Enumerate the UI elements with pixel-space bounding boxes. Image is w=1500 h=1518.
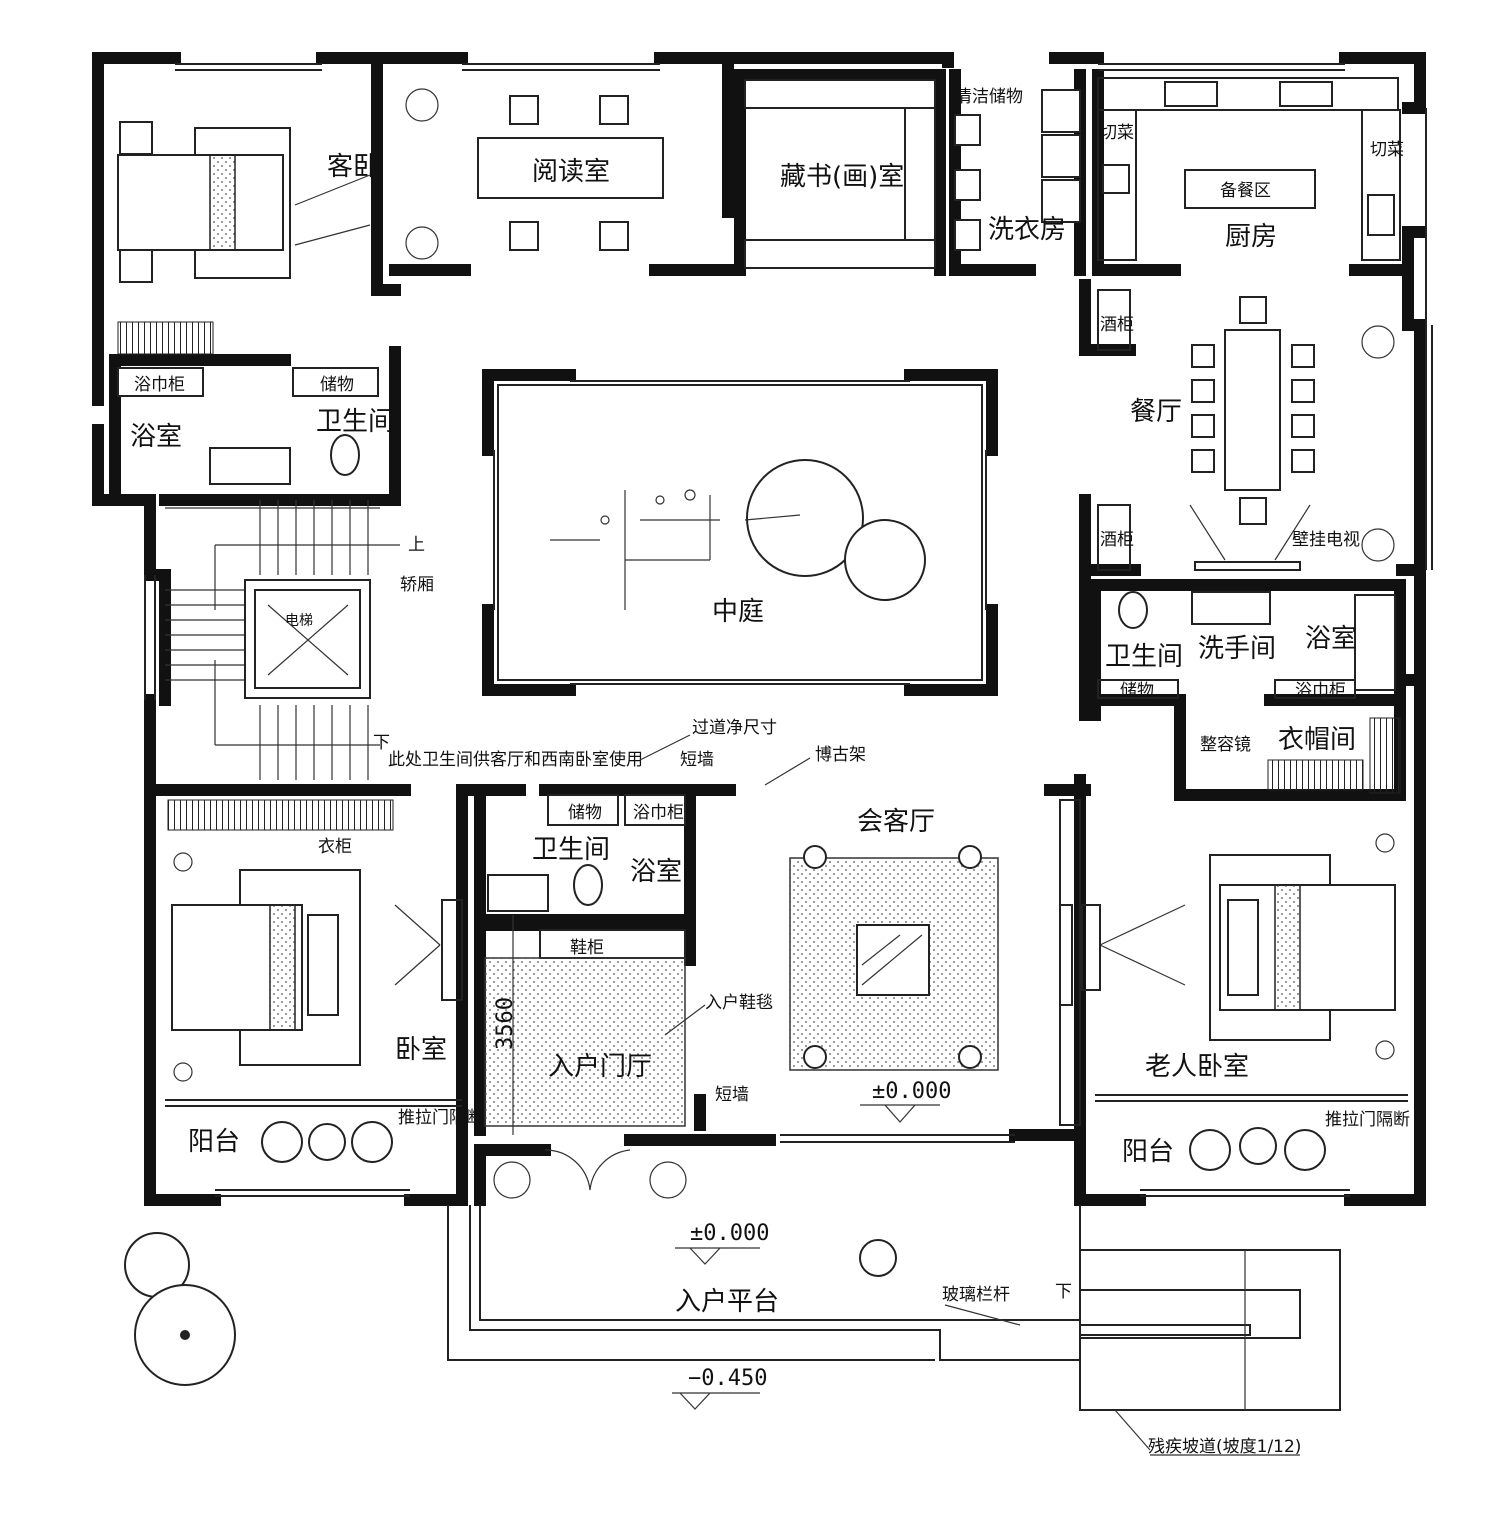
sw-bedroom-label: 卧室 [395, 1035, 447, 1065]
stair-up-label: 上 [408, 535, 425, 555]
kitchen-label: 厨房 [1225, 222, 1277, 252]
stair-elevator: 电梯 轿厢 上 下 [165, 500, 434, 780]
foyer-label: 入户门厅 [548, 1052, 652, 1082]
mid-toilet-label: 卫生间 [532, 835, 610, 865]
nw-toilet-label: 卫生间 [316, 407, 394, 437]
wine-cabinet-1-label: 酒柜 [1100, 315, 1134, 335]
living-room: 会客厅 ±0.000 [789, 799, 1081, 1126]
mid-toilet: 储物 浴巾柜 卫生间 浴室 [487, 794, 686, 912]
stair-down-label: 下 [373, 733, 390, 753]
elevator-car-label: 轿厢 [400, 575, 434, 595]
entry-platform: 入户平台 ±0.000 玻璃栏杆 下 −0.450 残疾坡道(坡度1/12) [447, 1161, 1341, 1457]
se-balcony-label: 阳台 [1122, 1137, 1174, 1167]
courtyard: 中庭 [482, 369, 998, 696]
e-bath-label: 浴室 [1305, 624, 1357, 654]
cutting-right-label: 切菜 [1370, 140, 1404, 160]
e-washroom-label: 洗手间 [1198, 634, 1276, 664]
foyer: 鞋柜 入户鞋毯 入户门厅 3560 短墙 [484, 915, 773, 1191]
elderly-bedroom-label: 老人卧室 [1145, 1052, 1249, 1082]
nw-storage-label: 储物 [320, 375, 354, 395]
foyer-dimension: 3560 [493, 997, 518, 1050]
dining-label: 餐厅 [1130, 397, 1182, 427]
wine-cabinet-2-label: 酒柜 [1100, 530, 1134, 550]
entry-rug-label: 入户鞋毯 [705, 993, 773, 1013]
elevator-label: 电梯 [285, 613, 313, 629]
annotations: 此处卫生间供客厅和西南卧室使用 过道净尺寸 短墙 博古架 [388, 718, 866, 786]
elderly-bedroom: 老人卧室 阳台 推拉门隔断 [1081, 833, 1410, 1171]
prep-area-label: 备餐区 [1220, 181, 1271, 201]
guest-bedroom: 客卧 浴巾柜 储物 浴室 卫生间 [117, 121, 394, 485]
mid-storage-label: 储物 [568, 803, 602, 823]
living-level: ±0.000 [872, 1079, 951, 1104]
dining: 酒柜 酒柜 餐厅 壁挂电视 [1097, 289, 1395, 571]
entry-platform-label: 入户平台 [675, 1287, 779, 1317]
passage-size-label: 过道净尺寸 [692, 718, 777, 738]
se-sliding-label: 推拉门隔断 [1325, 1110, 1410, 1130]
e-toilet-label: 卫生间 [1105, 642, 1183, 672]
nw-bath-label: 浴室 [130, 422, 182, 452]
sw-sliding-label: 推拉门隔断 [398, 1108, 483, 1128]
shared-wc-note: 此处卫生间供客厅和西南卧室使用 [388, 749, 643, 770]
sw-wardrobe-label: 衣柜 [318, 837, 352, 857]
cloakroom-label: 衣帽间 [1278, 725, 1356, 755]
walls [92, 52, 1426, 1206]
dressing-mirror-label: 整容镜 [1200, 735, 1251, 755]
laundry-label: 洗衣房 [988, 215, 1066, 245]
ramp-label: 残疾坡道(坡度1/12) [1148, 1437, 1301, 1457]
cutting-left-label: 切菜 [1100, 123, 1134, 143]
ground-level: −0.450 [688, 1366, 767, 1391]
east-baths: 卫生间 洗手间 浴室 储物 浴巾柜 整容镜 衣帽间 [1097, 591, 1401, 794]
shoe-cabinet-label: 鞋柜 [570, 938, 604, 958]
ramp-down-label: 下 [1055, 1282, 1072, 1302]
mid-towel-label: 浴巾柜 [633, 803, 684, 823]
collection-room-label: 藏书(画)室 [780, 162, 904, 192]
kitchen: 切菜 切菜 备餐区 厨房 [1097, 77, 1404, 261]
platform-level: ±0.000 [690, 1221, 769, 1246]
thin-lines [144, 63, 1433, 1197]
short-wall-top-label: 短墙 [680, 750, 714, 770]
cleaning-storage-label: 清洁储物 [955, 87, 1023, 107]
exterior-trees [124, 1232, 236, 1386]
e-storage-label: 储物 [1120, 681, 1154, 701]
glass-railing-label: 玻璃栏杆 [942, 1285, 1010, 1305]
nw-towel-label: 浴巾柜 [134, 375, 185, 395]
sw-bedroom: 衣柜 卧室 阳台 推拉门隔断 [167, 799, 483, 1163]
sw-balcony-label: 阳台 [188, 1127, 240, 1157]
reading-room-label: 阅读室 [532, 157, 610, 187]
e-towel-label: 浴巾柜 [1295, 681, 1346, 701]
courtyard-label: 中庭 [712, 597, 764, 627]
living-room-label: 会客厅 [857, 807, 935, 837]
laundry: 清洁储物 洗衣房 [954, 87, 1081, 251]
reading-room: 阅读室 [405, 88, 664, 260]
short-wall-bottom-label: 短墙 [715, 1085, 749, 1105]
mid-bath-label: 浴室 [630, 857, 682, 887]
wall-tv-label: 壁挂电视 [1292, 530, 1360, 550]
antique-shelf-label: 博古架 [815, 745, 866, 765]
guest-bedroom-label: 客卧 [327, 152, 379, 182]
collection-room: 藏书(画)室 [744, 79, 936, 269]
